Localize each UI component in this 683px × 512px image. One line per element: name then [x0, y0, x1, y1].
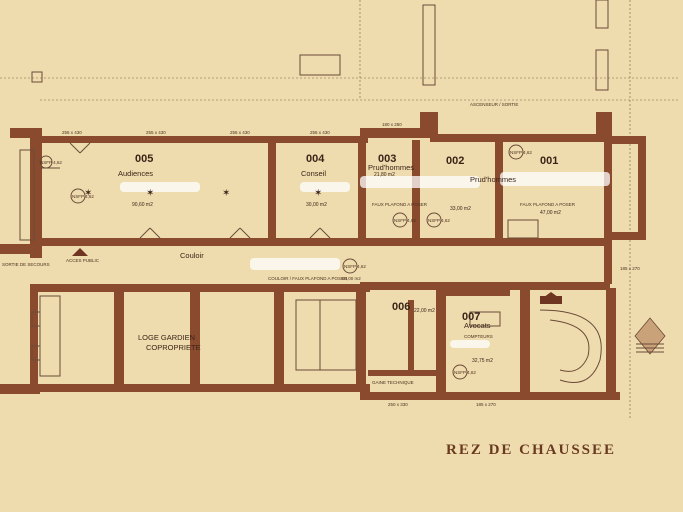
room-007-number: 007 [462, 311, 480, 323]
dim-label: 180 x 250 [382, 122, 402, 127]
room-001-number: 001 [540, 155, 558, 167]
couloir-label: Couloir [180, 251, 204, 260]
room-007-name: Avocats [464, 321, 491, 330]
room-006-area: 22,00 m2 [414, 308, 435, 314]
room-005: 005 Audiences 90,60 m2 [118, 153, 153, 208]
dim-label: 255 x 430 [146, 130, 166, 135]
room-002-number: 002 [446, 155, 464, 167]
room-005-number: 005 [135, 153, 153, 165]
guide-lines [0, 0, 680, 420]
room-004-name: Conseil [301, 169, 326, 178]
acces-public-label: ACCES PUBLIC [66, 258, 100, 263]
loge-gardien-label: LOGE GARDIEN [138, 333, 195, 342]
room-002-area: 33,00 m2 [450, 206, 471, 212]
star-icon: ✶ [222, 188, 230, 199]
corridor-note-label: COULOIR / FAUX PLAFOND A POSER [268, 276, 348, 281]
sortie-secours-label: SORTIE DE SECOURS [2, 262, 50, 267]
dim-label: 250 x 330 [388, 402, 408, 407]
copropriete-label: COPROPRIETE [146, 343, 201, 352]
room-001-area: 47,00 m2 [540, 210, 561, 216]
room-003: 003 Prud'hommes 21,80 m2 [368, 153, 414, 178]
dim-label: 255 x 430 [310, 130, 330, 135]
room-006: 006 22,00 m2 [392, 301, 435, 314]
room-003-area: 21,80 m2 [374, 172, 395, 178]
walls [0, 112, 646, 400]
dim-label: 185 x 270 [620, 266, 640, 271]
faux-plafond-label-1: FAUX PLAFOND A POSER [372, 202, 428, 207]
nsfp-marker: NSFP 4,62 [72, 194, 94, 199]
nsfp-marker: NSFP 4,62 [344, 264, 366, 269]
nsfp-marker: NSFP 4,62 [428, 218, 450, 223]
room-003-number: 003 [378, 153, 396, 165]
room-006-number: 006 [392, 301, 410, 313]
room-007: 007 Avocats 32,75 m2 [462, 311, 493, 364]
faux-plafond-label-2: FAUX PLAFOND A POSER [520, 202, 576, 207]
dim-label: 255 x 430 [62, 130, 82, 135]
room-004-number: 004 [306, 153, 325, 165]
inner-details [19, 142, 666, 383]
room-007-area: 32,75 m2 [472, 358, 493, 364]
plan-title: REZ DE CHAUSSEE [446, 442, 616, 458]
star-icon: ✶ [146, 188, 154, 199]
room-003-name: Prud'hommes [368, 163, 414, 172]
room-002: 002 33,00 m2 [446, 155, 471, 212]
nsfp-marker: NSFP 4,62 [454, 370, 476, 375]
corridor-area-label: 60,00 m2 [342, 276, 361, 281]
star-icon: ✶ [314, 188, 322, 199]
gaine-technique-label: GAINE TECHNIQUE [372, 380, 414, 385]
room-005-name: Audiences [118, 169, 153, 178]
prudhommes-label: Prud'hommes [470, 175, 516, 184]
nsfp-marker: NSFP 4,62 [510, 150, 532, 155]
room-005-area: 90,60 m2 [132, 202, 153, 208]
ascenseur-label: ASCENSEUR / SORTIE [470, 102, 518, 107]
dim-label: 255 x 430 [230, 130, 250, 135]
room-001: 001 47,00 m2 [540, 155, 561, 216]
nsfp-marker: NSFP 4,62 [40, 160, 62, 165]
room-004: 004 Conseil 30,00 m2 [301, 153, 327, 208]
room-004-area: 30,00 m2 [306, 202, 327, 208]
compteurs-label: COMPTEURS [464, 334, 493, 339]
star-icon: ✶ [84, 188, 92, 199]
light-symbols: ✶ ✶ ✶ ✶ [84, 188, 322, 199]
nsfp-marker: NSFP 4,62 [394, 218, 416, 223]
nsfp-markers: NSFP 4,62 NSFP 4,62 NSFP 4,62 NSFP 4,62 … [39, 144, 532, 380]
dim-label: 185 x 270 [476, 402, 496, 407]
